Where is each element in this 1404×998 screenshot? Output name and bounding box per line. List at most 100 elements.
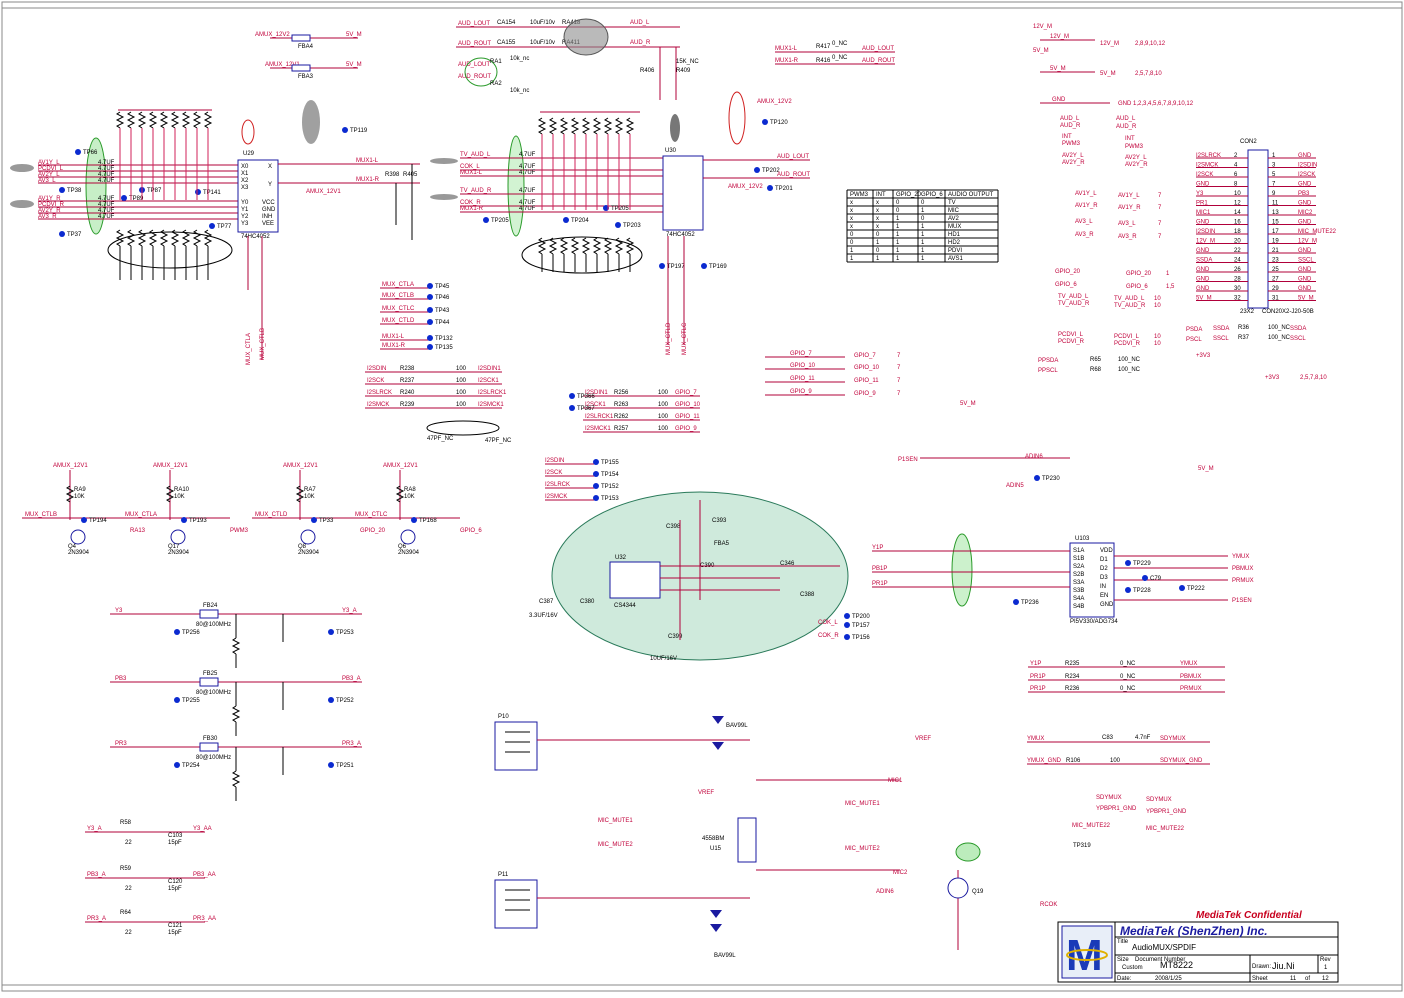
aud-l-legend: AUD_L xyxy=(1060,116,1080,122)
i2s-left-in-1: I2SCK xyxy=(367,378,384,384)
con2-right-0: GND xyxy=(1298,153,1312,159)
pwm-cell-7-0: 1 xyxy=(850,248,854,254)
arrow-mux1r xyxy=(430,194,458,200)
c83-value: 4.7nF xyxy=(1135,735,1151,741)
u30-res-bot-6 xyxy=(603,237,613,255)
con-side-pin-9: 10 xyxy=(1154,341,1161,347)
left-input-3: AV3_L xyxy=(38,178,56,184)
vf-tp2-1-label: TP252 xyxy=(336,698,354,704)
caps-ellipse xyxy=(426,420,500,436)
con2-left-pin-4: 10 xyxy=(1234,191,1241,197)
con-side-out-6: TV_AUD_L xyxy=(1114,296,1145,302)
spdif-in-1: I2SCK xyxy=(545,470,562,476)
con-side-out-3: AV3_R xyxy=(1118,234,1137,240)
arrow-mux1l xyxy=(430,158,458,164)
sscl-out: SSCL xyxy=(1290,336,1306,342)
con2-right-10: GND xyxy=(1298,248,1312,254)
u103-lpin-2: S2A xyxy=(1073,564,1084,570)
muxctl-tp-1-label: TP46 xyxy=(435,295,450,301)
u30-res-top-3 xyxy=(570,117,580,135)
pwm-cell-4-1: x xyxy=(876,224,879,230)
v5m-u103: 5V_M xyxy=(960,401,976,407)
con2-right-14: GND xyxy=(1298,286,1312,292)
pwm-cell-4-2: 1 xyxy=(896,224,900,230)
con-side-out-4: GPIO_20 xyxy=(1126,271,1152,277)
q-tp-0-label: TP194 xyxy=(89,518,107,524)
q-tp-0-dot xyxy=(81,517,87,523)
mute1-label: MIC_MUTE1 xyxy=(845,801,880,807)
vtbl-val-0: 0_NC xyxy=(1120,661,1136,667)
v5m-label-1: 5V_M xyxy=(346,32,362,38)
muxctl-tp-0-dot xyxy=(427,283,433,289)
pwm-cell-8-1: 1 xyxy=(876,256,880,262)
vf-tp2-0-dot xyxy=(328,629,334,635)
u30-res-top-6 xyxy=(603,117,613,135)
q-part-3: 2N3904 xyxy=(398,550,420,556)
con2-ref: CON2 xyxy=(1240,139,1257,145)
aud-rout-top-right: AUD_ROUT xyxy=(862,58,895,64)
con2-right-pin-14: 29 xyxy=(1272,286,1279,292)
u103-rpin-1: D1 xyxy=(1100,557,1108,563)
ca154-value: 10uF/10v xyxy=(530,20,555,26)
muxctl-tp-2-label: TP43 xyxy=(435,308,450,314)
left-cap-6: 4.7UF xyxy=(98,208,115,214)
video-in-2: PR1P xyxy=(872,581,888,587)
u29-res-top-0 xyxy=(115,111,125,129)
vf-res-2 xyxy=(231,770,241,788)
vf-fb-label-0: FB24 xyxy=(203,603,218,609)
con2-left-pin-12: 26 xyxy=(1234,267,1241,273)
vf-legs-0 xyxy=(235,614,284,668)
con-side-pin-0: 7 xyxy=(1158,193,1162,199)
mediatek-logo: M xyxy=(1061,925,1113,980)
mute22-label-2: MIC_MUTE22 xyxy=(1146,826,1185,832)
sheet-total: 12 xyxy=(1322,976,1329,982)
left-cap-2: 4.7UF xyxy=(98,172,115,178)
con2-right-11: SSCL xyxy=(1298,258,1314,264)
con2-left-pin-10: 22 xyxy=(1234,248,1241,254)
i2s-mid-val-2: 100 xyxy=(658,414,669,420)
u15-ref: U15 xyxy=(710,846,722,852)
q-out-2: GPIO_20 xyxy=(360,528,386,534)
con2-right-2: I2SCK xyxy=(1298,172,1315,178)
u29-pin-x3: X3 xyxy=(241,185,249,191)
i2s-left-in-0: I2SDIN xyxy=(367,366,386,372)
muxctl-net-1: MUX_CTLB xyxy=(382,293,414,299)
u30-amux-label: AMUX_12V2 xyxy=(757,99,792,105)
drawn-label: Drawn: xyxy=(1252,964,1271,970)
pwm-cell-0-1: INT xyxy=(876,192,886,198)
tp141-label: TP141 xyxy=(203,190,221,196)
i2s-left-in-3: I2SMCK xyxy=(367,402,389,408)
tp141-dot xyxy=(195,189,201,195)
company-name: MediaTek (ShenZhen) Inc. xyxy=(1120,924,1268,938)
green-ellipse-q19 xyxy=(955,842,981,862)
diode-d5b xyxy=(712,742,724,750)
u29-ctl-wires xyxy=(247,236,263,360)
vf-tp-1-label: TP255 xyxy=(182,698,200,704)
v5m-net-2: 5V_M xyxy=(1100,71,1116,77)
bl-r-2: R64 xyxy=(120,910,132,916)
spdif-tp-3-label: TP153 xyxy=(601,496,619,502)
date-value: 2008/1/25 xyxy=(1155,976,1182,982)
mux-ctla-vertical: MUX_CTLA xyxy=(246,333,252,365)
aud-l-top-label: AUD_L xyxy=(630,20,650,26)
q-out-3: GPIO_6 xyxy=(460,528,482,534)
q-out-1: PWM3 xyxy=(230,528,249,534)
left-input-1: PCDVI_L xyxy=(38,166,64,172)
ca154-label: CA154 xyxy=(497,20,516,26)
sdymux-label: SDYMUX xyxy=(1160,736,1186,742)
v5m-u103-2: 5V_M xyxy=(1198,466,1214,472)
u103-lpin-1: S1B xyxy=(1073,556,1084,562)
vf-fb-label-1: FB25 xyxy=(203,671,218,677)
u32-power-wires xyxy=(679,500,701,640)
r406-r409-wires xyxy=(659,47,677,100)
muxctl-tp-5-label: TP135 xyxy=(435,345,453,351)
tv-input-1: COK_L xyxy=(460,164,480,170)
q-body-2 xyxy=(300,529,316,545)
con2-right-pin-15: 31 xyxy=(1272,296,1279,302)
left-input-7: AV3_R xyxy=(38,214,57,220)
u29-pin-inh: INH xyxy=(262,214,272,220)
